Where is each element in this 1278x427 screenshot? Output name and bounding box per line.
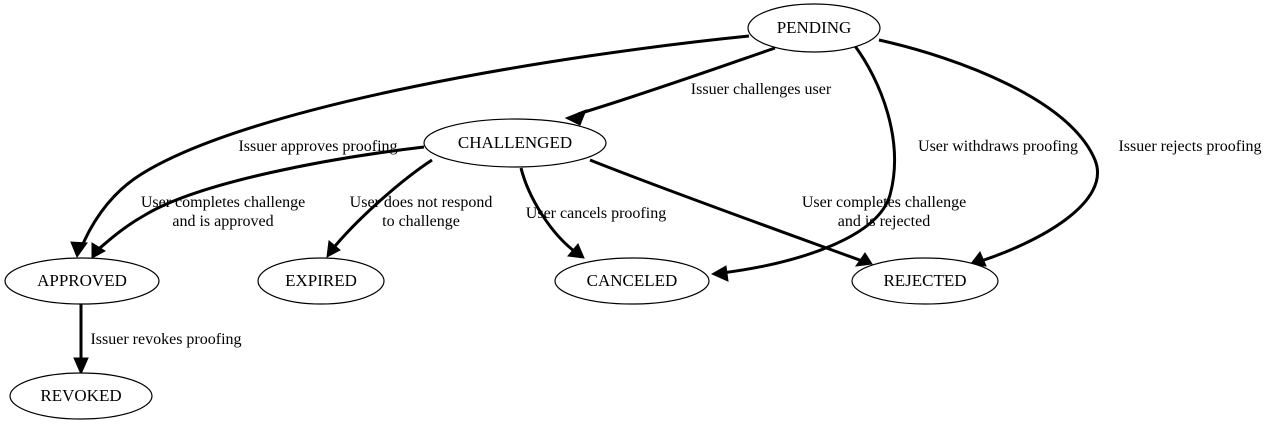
state-node-challenged[interactable]: CHALLENGED [423,118,607,168]
edge-label-line: User completes challenge [141,194,305,211]
node-ellipse-approved[interactable] [4,257,160,305]
edge-path-challenged-approved [94,145,425,254]
arrowhead-icon [710,265,729,282]
node-label-revoked: REVOKED [40,386,121,405]
edge-challenged-approved [91,145,425,259]
edge-label-withdraws: User withdraws proofing [918,138,1078,155]
edge-approved-revoked [73,304,89,376]
nodes-layer: PENDING CHALLENGED APPROVED EXPIRED CANCELED… [4,3,999,420]
arrowhead-icon [70,241,88,259]
edge-label-challenged-canceled: User cancels proofing [526,205,666,222]
node-ellipse-expired[interactable] [257,257,385,305]
edge-label-pending-challenged: Issuer challenges user [691,81,832,98]
node-ellipse-canceled[interactable] [554,257,710,305]
edge-path-challenged-expired [329,158,433,252]
edge-label-pending-rejected: Issuer rejects proofing [1118,138,1261,155]
state-node-rejected[interactable]: REJECTED [851,257,999,305]
edge-challenged-expired [326,158,433,258]
edge-label-line: and is rejected [838,213,930,230]
node-label-rejected: REJECTED [883,271,966,290]
edge-label-challenged-expired: User does not respond to challenge [350,194,493,230]
node-ellipse-rejected[interactable] [851,257,999,305]
edge-path-pending-canceled [721,45,896,275]
edge-label-line: User completes challenge [802,194,966,211]
edge-path-pending-rejected [878,38,1099,264]
edge-label-approved-revoked: Issuer revokes proofing [90,331,241,348]
edge-challenged-canceled [519,167,585,259]
edge-pending-canceled [710,45,896,282]
state-node-pending[interactable]: PENDING [747,3,881,53]
state-node-approved[interactable]: APPROVED [4,257,160,305]
edge-path-challenged-canceled [519,167,579,256]
arrowhead-icon [91,242,107,259]
edge-challenged-rejected [589,158,873,267]
edge-label-line: to challenge [382,213,460,230]
node-label-canceled: CANCELED [587,271,678,290]
edges-layer [70,34,1099,376]
state-node-revoked[interactable]: REVOKED [9,372,153,420]
edge-path-pending-challenged [577,46,776,116]
edge-label-pending-approved: Issuer approves proofing [238,138,397,155]
edge-pending-challenged [564,46,776,126]
edge-label-line: and is approved [172,213,273,230]
arrowhead-icon [567,243,585,259]
arrowhead-icon [73,357,89,376]
arrowhead-icon [326,240,341,258]
node-label-expired: EXPIRED [285,271,357,290]
edge-label-challenged-approved: User completes challenge and is approved [141,194,305,230]
state-node-canceled[interactable]: CANCELED [554,257,710,305]
edge-pending-approved [70,34,750,259]
state-node-expired[interactable]: EXPIRED [257,257,385,305]
edge-label-pending-canceled: User completes challenge and is rejected [802,194,966,230]
node-label-pending: PENDING [777,18,852,37]
edge-label-line: User does not respond [350,194,493,211]
node-ellipse-pending[interactable] [747,3,881,53]
edge-path-pending-approved [78,34,750,252]
edge-path-challenged-rejected [589,158,866,264]
node-label-approved: APPROVED [37,271,127,290]
node-ellipse-challenged[interactable] [423,118,607,168]
arrowhead-icon [854,252,873,267]
node-ellipse-revoked[interactable] [9,372,153,420]
node-label-challenged: CHALLENGED [458,133,572,152]
arrowhead-icon [564,109,587,126]
